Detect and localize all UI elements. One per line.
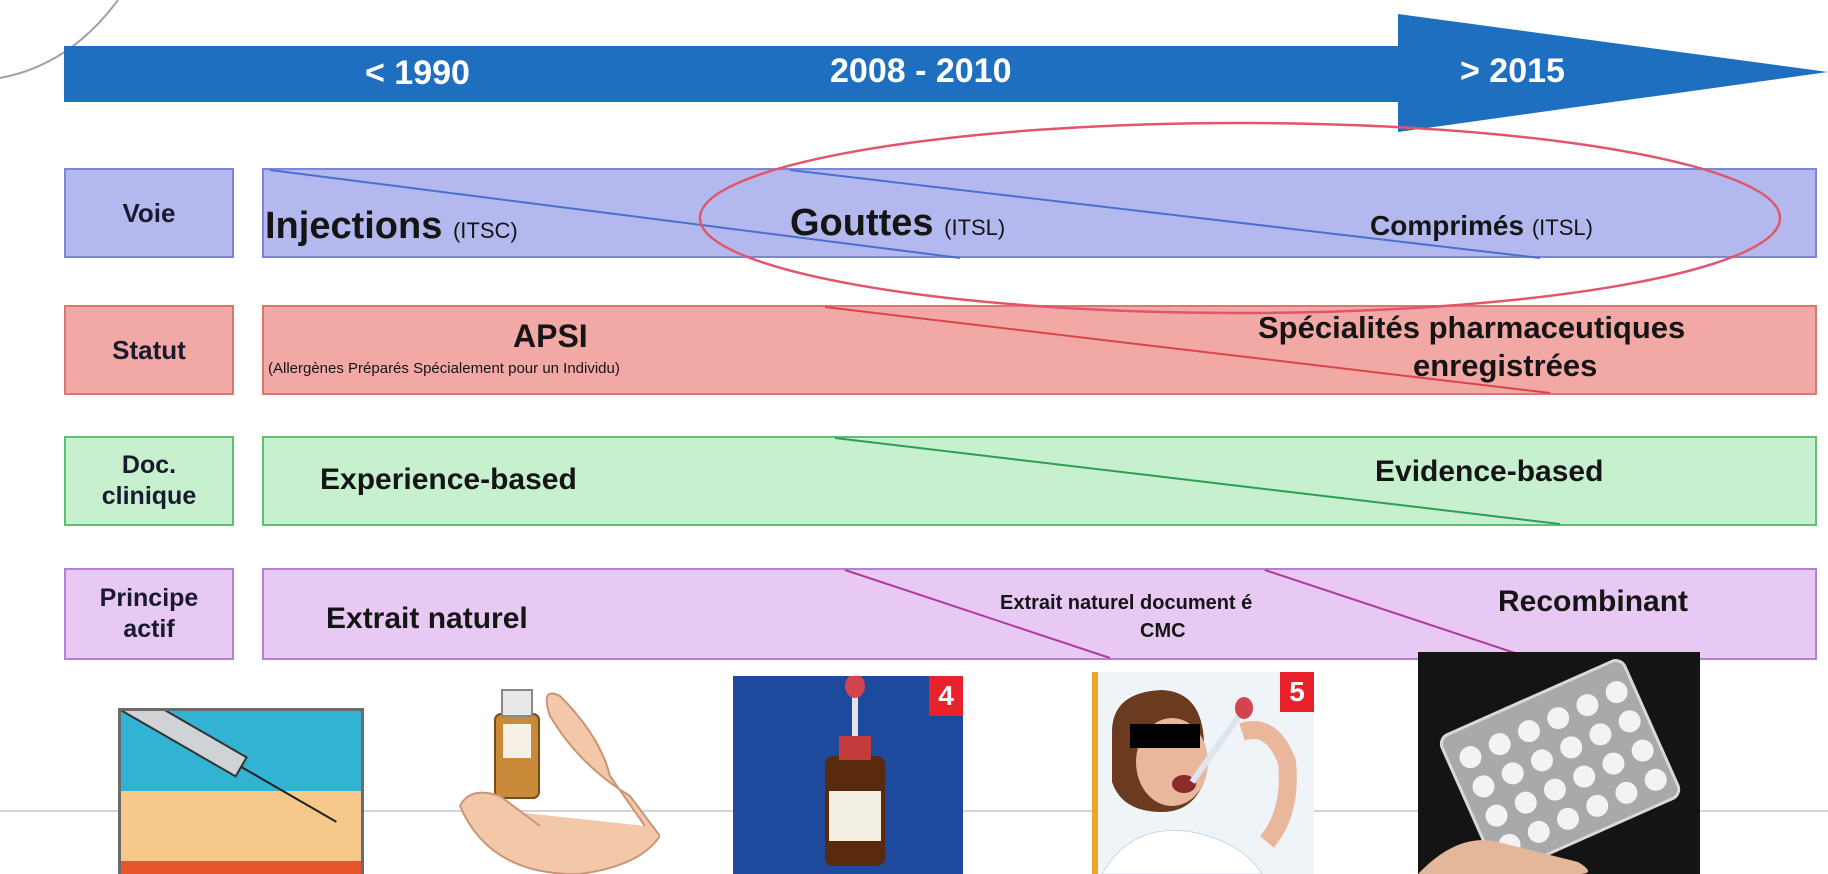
voie-comprimes-note: (ITSL) — [1531, 215, 1593, 240]
voie-injections-note: (ITSC) — [452, 218, 518, 243]
person-taking-drops-icon — [1098, 672, 1314, 874]
voie-injections-text: Injections — [265, 205, 443, 247]
dropper-bottle-icon — [733, 676, 963, 874]
blister-pill — [1459, 746, 1482, 769]
voie-comprimes-text: Comprimés — [1370, 210, 1525, 241]
person-taking-drops-image: 5 — [1092, 672, 1314, 874]
principe-transition-line-1 — [844, 569, 1111, 659]
doc-experience-based: Experience-based — [320, 463, 577, 496]
voie-injections: Injections (ITSC) — [265, 205, 518, 248]
blister-pill — [1527, 820, 1550, 843]
blister-pill — [1501, 762, 1524, 785]
principe-transition-line-2 — [1264, 569, 1531, 659]
blister-pill — [1589, 723, 1612, 746]
statut-specialites-line1: Spécialités pharmaceutiques — [1258, 310, 1686, 345]
timeline-period-2008-2010: 2008 - 2010 — [830, 52, 1012, 90]
band-statut — [262, 305, 1817, 395]
blister-pill — [1530, 749, 1553, 772]
voie-transition-line-2 — [789, 169, 1541, 259]
band-principe-actif — [262, 568, 1817, 660]
blister-pill — [1586, 794, 1609, 817]
row-label-principe-actif-text: Principe actif — [99, 583, 199, 643]
blister-pill — [1543, 778, 1566, 801]
image-badge-5: 5 — [1280, 672, 1314, 712]
blister-pill — [1472, 775, 1495, 798]
principe-extrait-naturel: Extrait naturel — [326, 602, 528, 635]
blister-pill — [1602, 752, 1625, 775]
blister-pill — [1560, 736, 1583, 759]
voie-comprimes: Comprimés (ITSL) — [1370, 210, 1593, 242]
principe-recombinant: Recombinant — [1498, 585, 1689, 618]
tablet-blister-image — [1418, 652, 1700, 874]
blister-pill — [1605, 681, 1628, 704]
blister-pack-icon — [1418, 652, 1700, 874]
timeline-arrow — [64, 14, 1828, 132]
row-label-principe-actif: Principe actif — [64, 568, 234, 660]
voie-transition-line-1 — [269, 169, 961, 259]
doc-transition-line — [834, 437, 1561, 525]
blister-pill — [1576, 694, 1599, 717]
blister-pill — [1556, 807, 1579, 830]
statut-specialites-line2: enregistrées — [1413, 348, 1598, 383]
principe-document-line1: Extrait naturel document é — [1000, 592, 1253, 614]
blister-pill — [1615, 781, 1638, 804]
row-label-doc-clinique: Doc. clinique — [64, 436, 234, 526]
row-label-voie-text: Voie — [122, 197, 176, 228]
row-label-doc-clinique-text: Doc. clinique — [101, 450, 197, 510]
blister-pill — [1485, 804, 1508, 827]
blister-pill — [1618, 710, 1641, 733]
statut-transition-line — [824, 306, 1551, 394]
blister-pill — [1547, 707, 1570, 730]
row-label-statut: Statut — [64, 305, 234, 395]
syringe-icon — [121, 711, 361, 874]
blister-pill — [1631, 739, 1654, 762]
syringe-injection-image — [118, 708, 364, 874]
row-label-statut-text: Statut — [112, 334, 186, 365]
timeline-period-before-1990: < 1990 — [365, 54, 470, 92]
blister-pill — [1517, 720, 1540, 743]
principe-document-line2: CMC — [1140, 620, 1186, 642]
voie-gouttes: Gouttes (ITSL) — [790, 202, 1005, 245]
blister-pill — [1514, 791, 1537, 814]
statut-apsi-note: (Allergènes Préparés Spécialement pour u… — [268, 360, 620, 377]
highlight-ellipse — [698, 121, 1782, 315]
spray-bottle-hand-image — [459, 689, 660, 874]
statut-apsi: APSI — [513, 318, 588, 354]
image-badge-4: 4 — [929, 676, 963, 716]
voie-gouttes-text: Gouttes — [790, 202, 934, 244]
blister-pill — [1488, 733, 1511, 756]
voie-gouttes-note: (ITSL) — [944, 215, 1006, 240]
band-voie — [262, 168, 1817, 258]
blister-pill — [1573, 765, 1596, 788]
blister-pill — [1644, 768, 1667, 791]
band-doc-clinique — [262, 436, 1817, 526]
row-label-voie: Voie — [64, 168, 234, 258]
dropper-bottle-image: 4 — [733, 676, 963, 874]
doc-evidence-based: Evidence-based — [1375, 455, 1604, 488]
timeline-period-after-2015: > 2015 — [1460, 52, 1565, 90]
